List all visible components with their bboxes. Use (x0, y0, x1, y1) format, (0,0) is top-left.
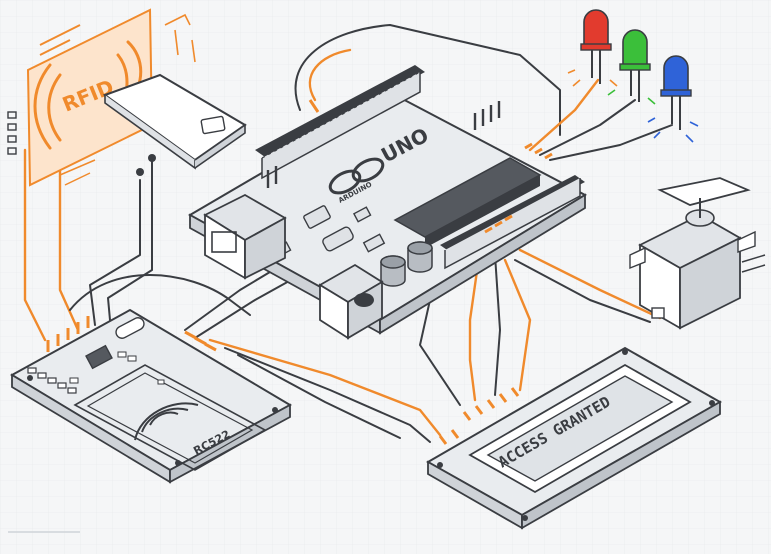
module-components (69, 351, 165, 385)
light-rays (567, 69, 618, 87)
light-rays (647, 117, 699, 143)
wire-module-3 (69, 274, 251, 316)
wire-servo-signal (518, 248, 662, 320)
wire-module-lcd-1 (208, 338, 442, 437)
rfid-waves-icon (134, 402, 199, 441)
lcd-display-icon: ACCESS GRANTED (425, 346, 723, 530)
led-icon (619, 29, 651, 102)
arduino-board: UNO ARDUINO (187, 65, 588, 340)
wire-badge-2 (58, 168, 80, 332)
contactless-card-icon (102, 73, 247, 176)
wire-card-2 (107, 159, 153, 321)
wire-servo-power (514, 259, 651, 323)
rfid-module: RC522 (9, 308, 293, 484)
arduino-logo (328, 157, 385, 195)
module-pin-highlights (46, 316, 217, 352)
wire-led-blue (549, 124, 673, 161)
power-jack-icon (318, 263, 384, 340)
led-icon (580, 9, 612, 84)
icsp-pins (266, 101, 501, 188)
wire-lcd-1 (468, 248, 482, 402)
smd-components (272, 205, 386, 258)
led-red (567, 9, 618, 87)
light-rays (607, 89, 656, 105)
servo-motor-icon (629, 177, 766, 330)
wire-led-green (539, 99, 636, 156)
capacitors (380, 241, 433, 287)
wire-module-lcd-3 (237, 354, 401, 439)
arrow-icon (164, 13, 196, 63)
wire-module-2 (194, 274, 301, 339)
wire-module-lcd-2 (224, 347, 431, 443)
wire-led-red (528, 78, 600, 152)
wire-top-orange (308, 48, 352, 102)
led-blue (647, 55, 699, 143)
usb-port-icon (203, 193, 287, 280)
wire-card-1 (89, 179, 141, 326)
wire-badge-1 (23, 148, 47, 342)
wire-lcd-2 (494, 254, 501, 396)
lcd-pin-highlights (438, 387, 520, 445)
led-icon (660, 55, 692, 130)
led-green (607, 29, 656, 105)
module-pins (27, 367, 77, 394)
side-indicators (7, 111, 17, 155)
wire-lcd-3 (503, 258, 532, 392)
wire-top-loop (294, 24, 561, 136)
pin-highlights (308, 99, 553, 234)
